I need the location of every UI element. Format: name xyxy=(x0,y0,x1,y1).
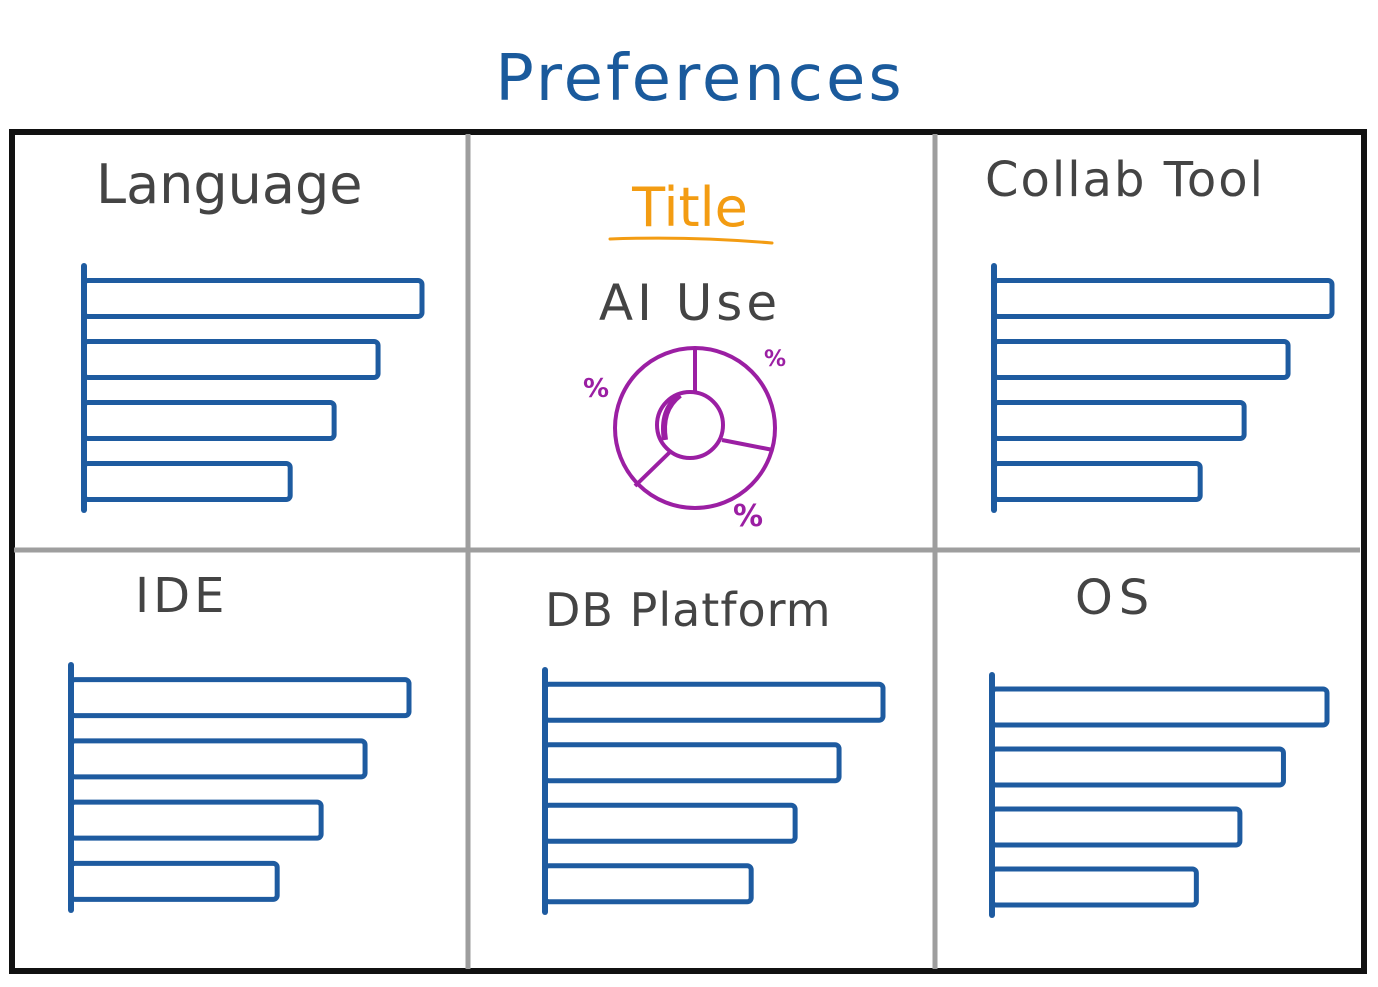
ide-bar-chart xyxy=(68,662,412,913)
bar xyxy=(68,677,412,719)
panel-title-db-platform: DB Platform xyxy=(545,583,832,637)
bar xyxy=(81,461,293,502)
bar xyxy=(989,866,1199,908)
bar xyxy=(68,738,368,780)
panel-title-language: Language xyxy=(96,153,363,216)
donut-inner-ring xyxy=(655,390,725,460)
bar xyxy=(991,400,1247,441)
center-heading: Title xyxy=(631,176,748,239)
center-heading-underline xyxy=(608,236,774,245)
bar xyxy=(542,681,886,723)
panel-title-os: OS xyxy=(1075,570,1155,626)
bar xyxy=(989,686,1330,728)
donut-slice-divider-2 xyxy=(721,438,774,452)
language-bar-chart xyxy=(81,263,425,513)
bar xyxy=(542,802,798,844)
panel-title-ide: IDE xyxy=(135,568,228,624)
bar xyxy=(989,806,1243,848)
donut-percent-label-top-right: % xyxy=(764,347,786,372)
donut-slice-divider-3 xyxy=(633,450,672,488)
bar xyxy=(991,278,1335,319)
center-subtitle: AI Use xyxy=(599,274,781,332)
bar xyxy=(991,339,1291,380)
donut-percent-label-left: % xyxy=(583,374,609,404)
outer-frame xyxy=(9,129,1367,974)
bar xyxy=(81,278,425,319)
ai-use-donut xyxy=(613,346,777,510)
donut-percent-label-bottom-right: % xyxy=(733,499,763,534)
bar xyxy=(989,746,1286,788)
bar xyxy=(81,400,337,441)
bar xyxy=(68,799,324,841)
donut-inner-highlight xyxy=(661,392,682,441)
panel-title-collab-tool: Collab Tool xyxy=(985,152,1265,208)
collab-tool-bar-chart xyxy=(991,263,1335,513)
db-platform-bar-chart xyxy=(542,667,886,915)
os-bar-chart xyxy=(989,672,1330,918)
bar xyxy=(68,860,280,902)
bar xyxy=(991,461,1203,502)
bar xyxy=(81,339,381,380)
bar xyxy=(542,863,754,905)
page-title: Preferences xyxy=(495,42,904,116)
bar xyxy=(542,742,842,784)
